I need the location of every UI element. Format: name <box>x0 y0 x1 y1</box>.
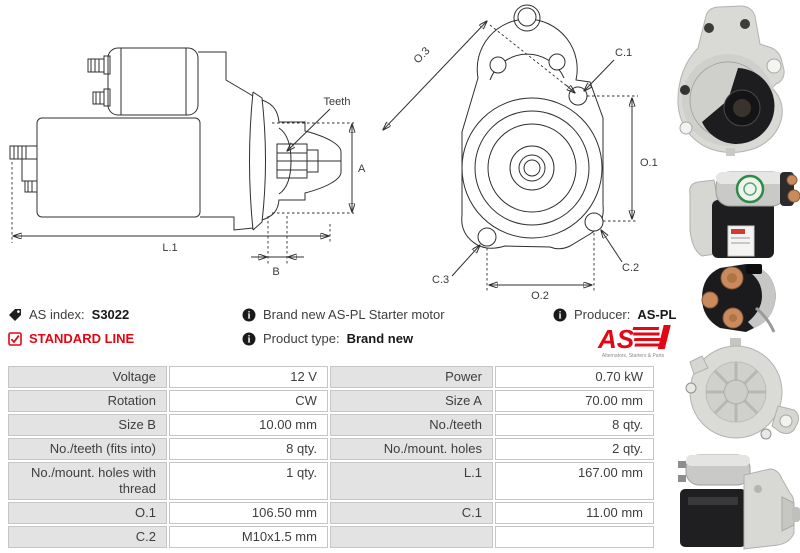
spec-value-cell: CW <box>168 390 328 412</box>
info-icon: i <box>242 308 256 321</box>
drive-housing-outline <box>261 99 342 221</box>
spec-value-cell: 8 qty. <box>494 414 654 436</box>
svg-text:i: i <box>248 334 251 345</box>
spec-label-cell: No./teeth (fits into) <box>8 438 167 460</box>
spec-value-cell: 2 qty. <box>494 438 654 460</box>
front-view-drawing: O.3 C.1 O.1 C.2 C.3 O.2 <box>370 4 658 302</box>
dim-b-label: B <box>272 266 279 278</box>
spec-label-cell <box>329 526 493 548</box>
spec-value-cell: 11.00 mm <box>494 502 654 524</box>
logo-tagline: Alternators, Starters & Parts <box>602 353 665 359</box>
dim-l1-label: L.1 <box>162 242 177 254</box>
spec-label-cell: Power <box>329 366 493 388</box>
producer-value: AS-PL <box>637 307 677 322</box>
dim-c3-label: C.3 <box>432 274 449 286</box>
as-pl-logo: AS Alternators, Starters & Parts <box>597 324 671 359</box>
spec-label-cell: C.2 <box>8 526 167 548</box>
product-type-value: Brand new <box>346 331 414 346</box>
spec-value-cell <box>494 526 654 548</box>
spec-label-cell: Size B <box>8 414 167 436</box>
product-photo-rear-view <box>685 338 799 440</box>
standard-line-row: STANDARD LINE <box>8 331 134 346</box>
dim-o2-label: O.2 <box>531 290 549 302</box>
dim-o3-label: O.3 <box>412 45 433 66</box>
product-photo-solenoid-view <box>701 264 776 333</box>
spec-value-cell: 10.00 mm <box>168 414 328 436</box>
svg-text:i: i <box>248 310 251 321</box>
spec-value-cell: 167.00 mm <box>494 462 654 500</box>
hole-c3 <box>477 227 497 247</box>
dim-c1-label: C.1 <box>615 47 632 59</box>
motor-body-outline <box>36 117 201 218</box>
hole-c2 <box>584 212 604 232</box>
info-icon: i <box>242 332 256 345</box>
dim-a-label: A <box>358 163 366 175</box>
spec-value-cell: 12 V <box>168 366 328 388</box>
photo-column <box>662 0 800 553</box>
solenoid-outline <box>107 47 199 116</box>
checkbox-checked-icon <box>8 331 22 346</box>
product-photo-flange-view <box>677 5 785 156</box>
product-photo-side-view-2 <box>678 454 800 550</box>
spec-value-cell: 8 qty. <box>168 438 328 460</box>
spec-label-cell: O.1 <box>8 502 167 524</box>
standard-line-label: STANDARD LINE <box>29 331 135 346</box>
producer-row: i Producer: AS-PL <box>553 307 676 322</box>
producer-label: Producer: <box>574 307 631 322</box>
info-icon: i <box>553 308 567 321</box>
spec-label-cell: Rotation <box>8 390 167 412</box>
spec-value-cell: 0.70 kW <box>494 366 654 388</box>
spec-label-cell: C.1 <box>329 502 493 524</box>
as-index-row: AS index: S3022 <box>8 307 129 322</box>
spec-label-cell: No./mount. holes <box>329 438 493 460</box>
dim-c2-label: C.2 <box>622 262 639 274</box>
tag-icon <box>9 308 21 321</box>
product-description: Brand new AS-PL Starter motor <box>263 307 445 322</box>
spec-label-cell: No./teeth <box>329 414 493 436</box>
logo-text: AS <box>597 324 635 354</box>
spec-label-cell: L.1 <box>329 462 493 500</box>
spec-value-cell: M10x1.5 mm <box>168 526 328 548</box>
svg-text:i: i <box>559 310 562 321</box>
product-photo-side-view <box>689 171 800 258</box>
description-row: i Brand new AS-PL Starter motor <box>242 307 445 322</box>
side-view-drawing: Teeth A L.1 B <box>9 47 366 278</box>
spec-value-cell: 106.50 mm <box>168 502 328 524</box>
as-index-label: AS index: <box>29 307 85 322</box>
spec-label-cell: Size A <box>329 390 493 412</box>
spec-value-cell: 1 qty. <box>168 462 328 500</box>
teeth-label: Teeth <box>324 96 351 108</box>
product-type-row: i Product type: Brand new <box>242 331 413 346</box>
spec-row: No./teeth (fits into)8 qty.No./mount. ho… <box>8 438 654 460</box>
spec-value-cell: 70.00 mm <box>494 390 654 412</box>
as-index-value: S3022 <box>91 307 130 322</box>
product-type-label: Product type: <box>263 331 340 346</box>
spec-label-cell: Voltage <box>8 366 167 388</box>
spec-label-cell: No./mount. holes with thread <box>8 462 167 500</box>
dim-o1-label: O.1 <box>640 157 658 169</box>
